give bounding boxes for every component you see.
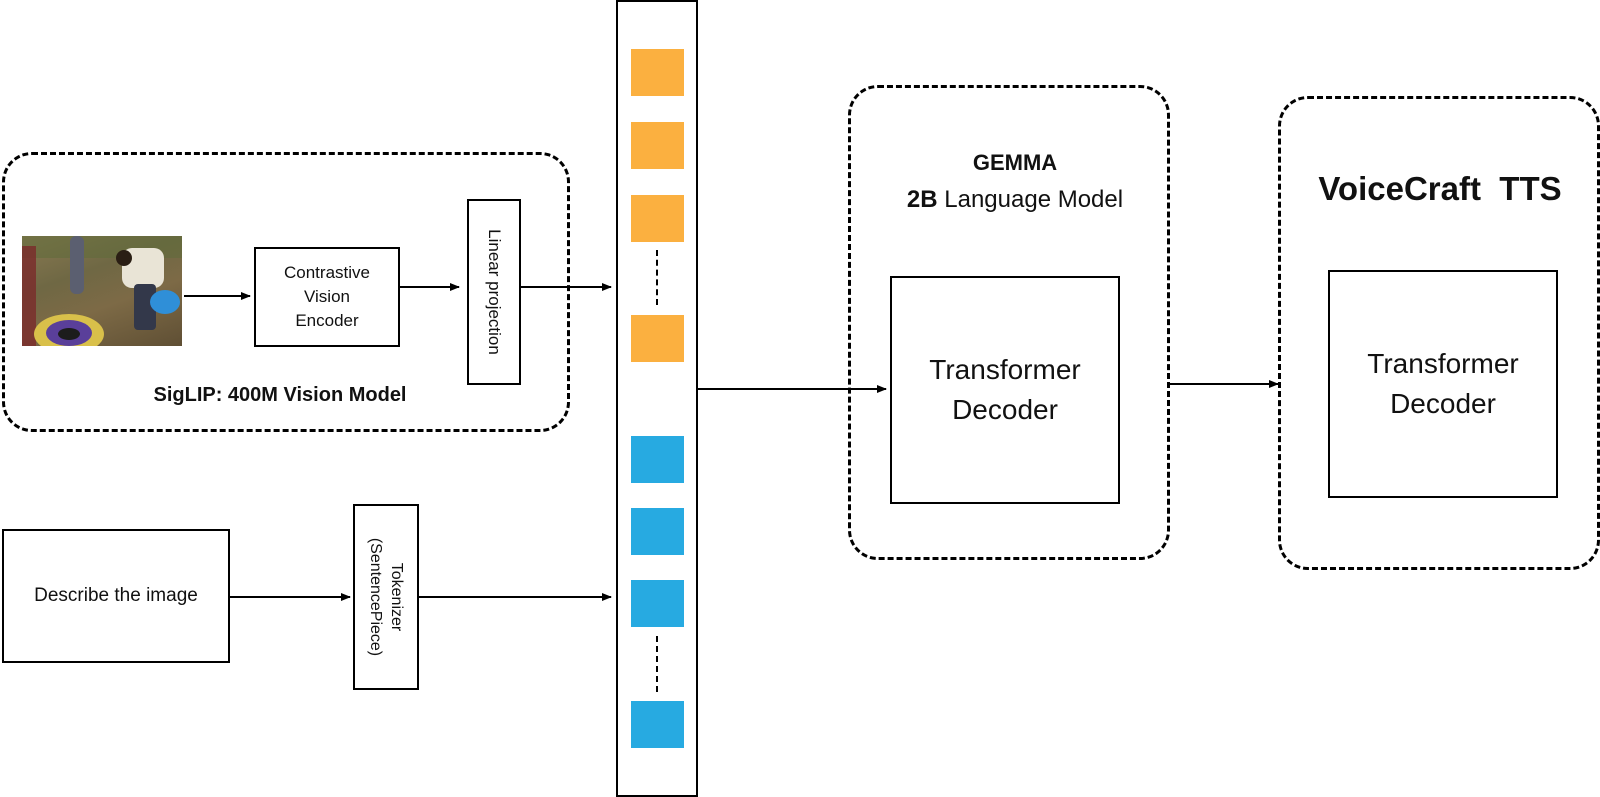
image-token-ellipsis: [656, 250, 658, 305]
encoder-label: Contrastive Vision Encoder: [284, 263, 370, 330]
image-token: [631, 122, 684, 169]
siglip-group: [2, 152, 570, 432]
text-token-ellipsis: [656, 636, 658, 692]
gemma-size: 2B: [906, 186, 938, 213]
input-image: [22, 236, 182, 346]
image-token: [631, 49, 684, 96]
image-token: [631, 195, 684, 242]
gemma-group: [848, 85, 1170, 560]
gemma-decoder-label: Transformer Decoder: [929, 354, 1081, 425]
tts-decoder-label: Transformer Decoder: [1367, 348, 1519, 419]
tts-transformer-decoder: Transformer Decoder: [1328, 270, 1558, 498]
siglip-group-label: SigLIP: 400M Vision Model: [153, 384, 407, 406]
voicecraft-title: VoiceCraft TTS: [1318, 170, 1562, 207]
prompt-box: Describe the image: [2, 529, 230, 663]
text-token: [631, 580, 684, 627]
text-token: [631, 508, 684, 555]
linear-projection-box: [467, 199, 521, 385]
gemma-subtitle: 2B Language Model: [860, 186, 1170, 214]
prompt-label: Describe the image: [34, 585, 198, 606]
text-token: [631, 436, 684, 483]
linear-projection-label: Linear projection: [485, 229, 504, 355]
tokenizer-label: Tokenizer (SentencePiece): [367, 537, 405, 657]
voicecraft-group: [1278, 96, 1600, 570]
gemma-title: GEMMA: [972, 150, 1058, 175]
contrastive-vision-encoder: Contrastive Vision Encoder: [254, 247, 400, 347]
tokenizer-box: [353, 504, 419, 690]
gemma-transformer-decoder: Transformer Decoder: [890, 276, 1120, 504]
image-token: [631, 315, 684, 362]
text-token: [631, 701, 684, 748]
gemma-subtitle-text: Language Model: [937, 186, 1124, 213]
